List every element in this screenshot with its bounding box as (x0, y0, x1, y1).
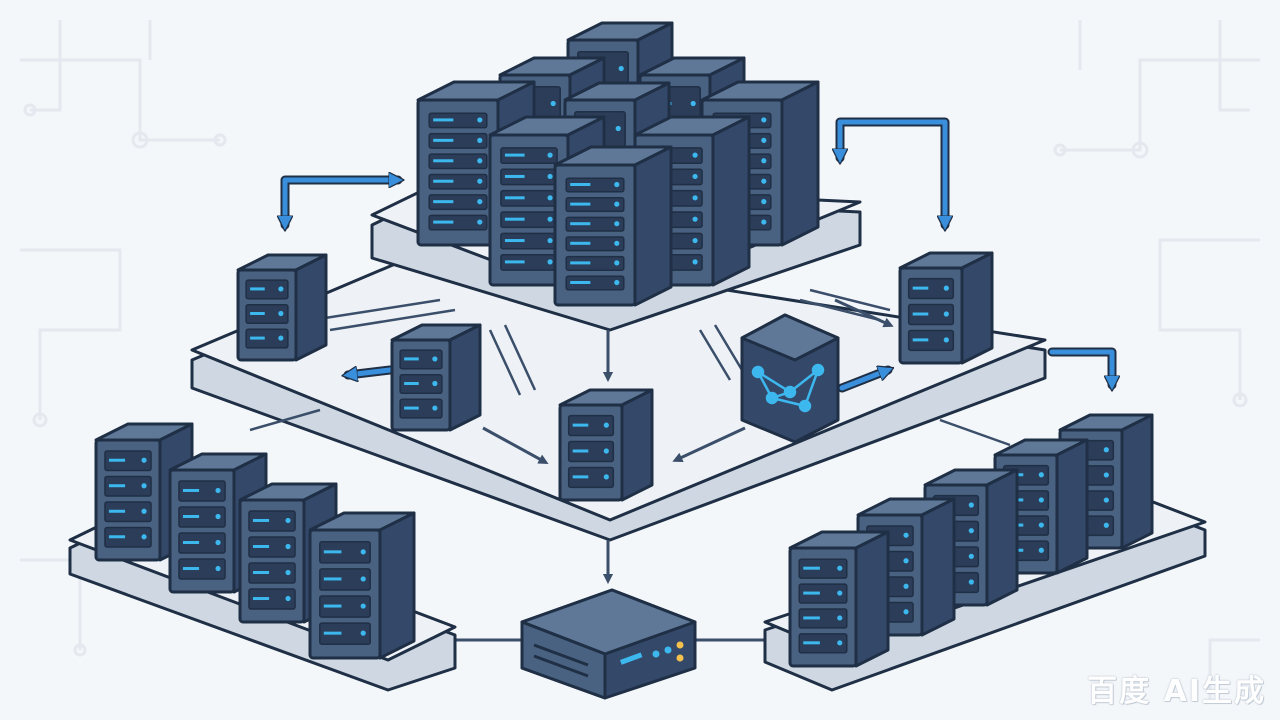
server-rack-icon (236, 253, 328, 362)
data-flow-arrows-blue (285, 117, 1112, 393)
server-rack-icon (788, 530, 890, 668)
server-rack-icon (308, 511, 416, 660)
server-rack-icon (168, 452, 268, 594)
circuit-background (20, 20, 1260, 700)
server-rack-icon (390, 323, 482, 432)
server-rack-icon (416, 80, 536, 247)
server-rack-icon (553, 145, 673, 307)
server-rack-icon (898, 251, 994, 365)
arrow-icon (482, 426, 549, 464)
network-graph-node (740, 313, 840, 444)
server-rack-icon (558, 388, 654, 502)
data-flow-arrows-dark (482, 298, 894, 585)
arrow-icon (285, 180, 398, 225)
arrow-icon (1049, 349, 1112, 385)
network-graph-icon (751, 363, 825, 413)
arrow-icon (672, 426, 746, 463)
middle-cables (249, 288, 1011, 447)
server-racks (94, 21, 1154, 668)
arrow-icon (840, 119, 945, 225)
arrow-icon (834, 298, 894, 328)
switch-appliance-icon (520, 588, 697, 700)
watermark-label: 百度 AI生成 (1087, 674, 1266, 709)
arrow-icon (348, 370, 393, 375)
arrow-icon (839, 370, 888, 391)
